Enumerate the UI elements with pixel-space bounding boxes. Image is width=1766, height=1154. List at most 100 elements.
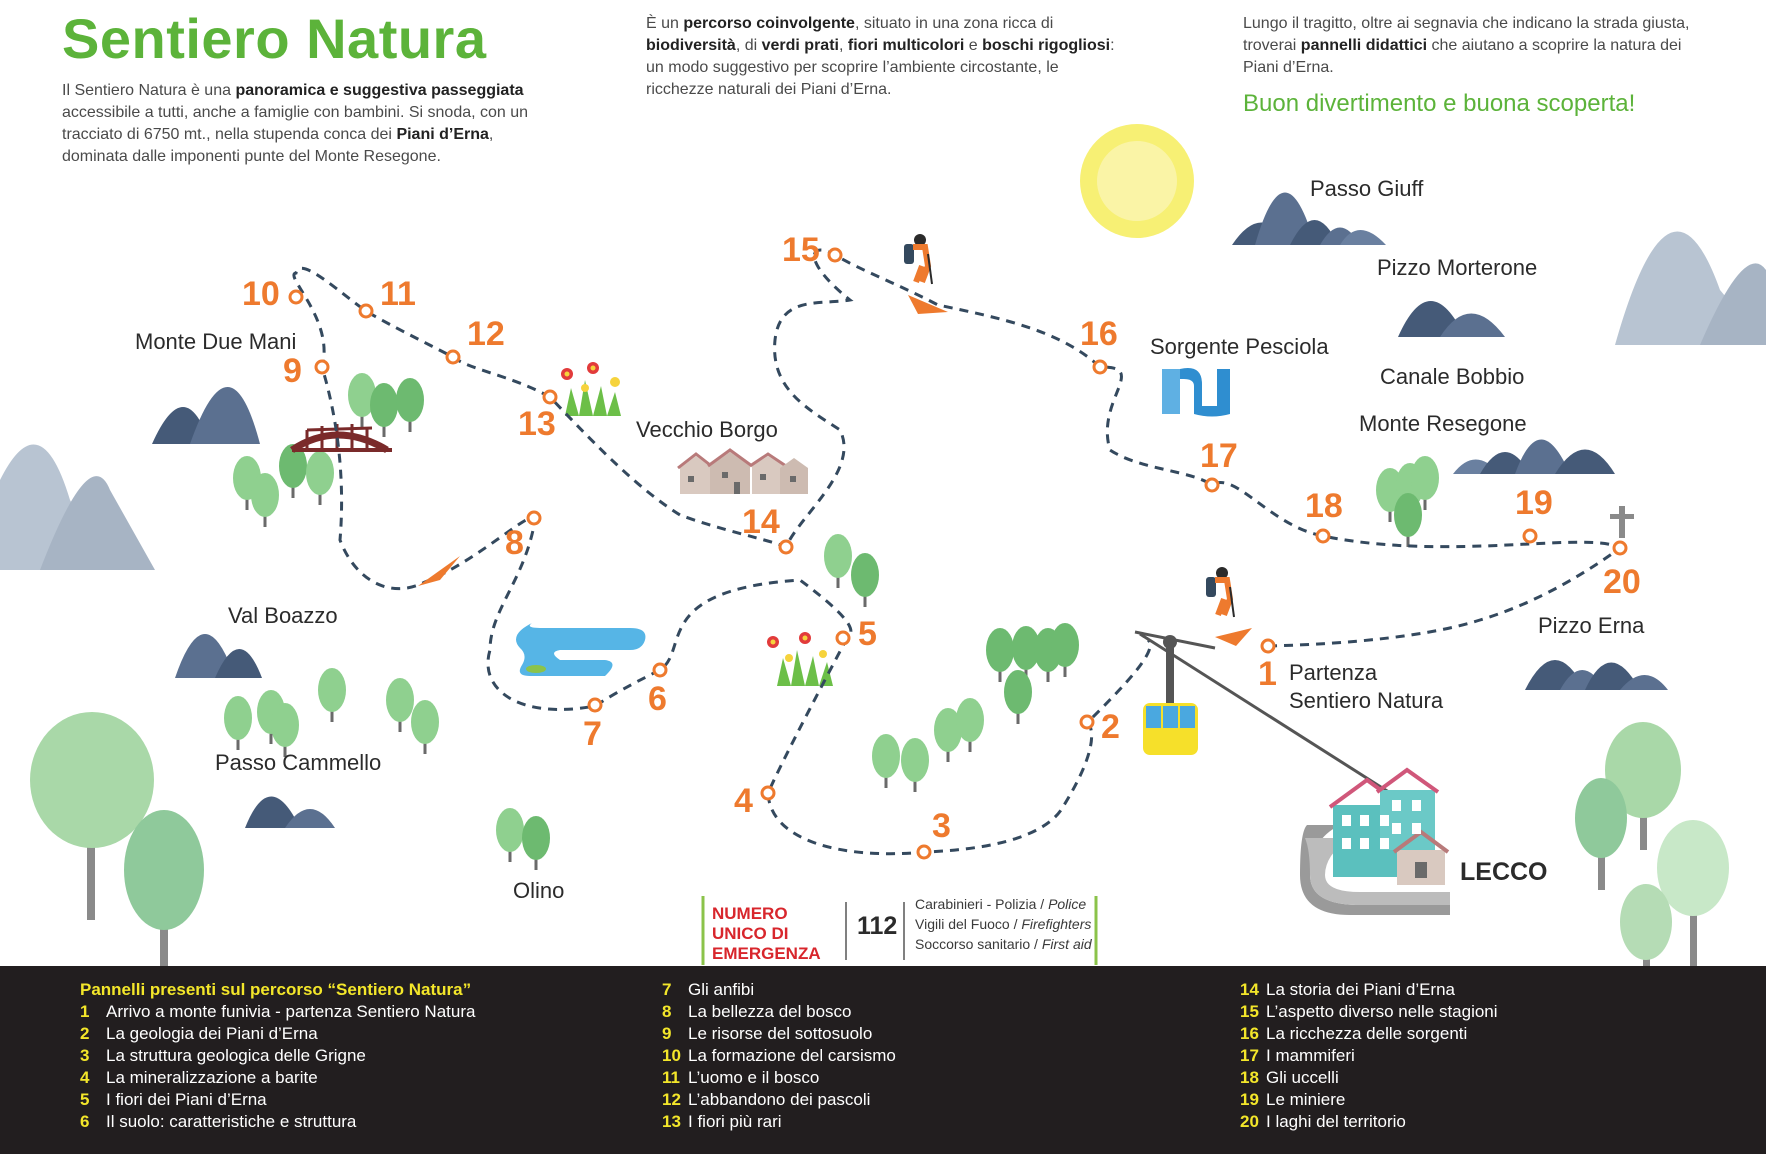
waypoint-number-5: 5: [858, 615, 877, 653]
tree-icon: [370, 383, 398, 437]
tree-icon: [30, 712, 204, 966]
waypoint-number-19: 19: [1515, 484, 1553, 522]
place-label: Olino: [513, 878, 565, 903]
town-icon: [1300, 767, 1450, 915]
tree-icon: [224, 696, 252, 750]
tree-icon: [1004, 670, 1032, 724]
mountain-icon: [0, 444, 155, 570]
place-label: Pizzo Erna: [1538, 613, 1645, 638]
tree-icon: [934, 708, 962, 762]
legend-item-number: 20: [1240, 1112, 1259, 1131]
legend-item-label: La mineralizzazione a barite: [106, 1068, 318, 1087]
village-icon: [677, 448, 808, 494]
hiker-icon: [1206, 567, 1235, 618]
waypoint-marker-11: [358, 303, 374, 319]
tree-icon: [1411, 456, 1439, 510]
waypoint-number-20: 20: [1603, 563, 1641, 601]
hiker-icon: [904, 234, 933, 285]
waypoint-marker-16: [1092, 359, 1108, 375]
cross-icon: [1610, 506, 1634, 538]
place-label: Monte Due Mani: [135, 329, 297, 354]
tree-icon: [901, 738, 929, 792]
legend-item-label: Arrivo a monte funivia - partenza Sentie…: [106, 1002, 476, 1021]
legend-item: 8 La bellezza del bosco: [662, 1002, 852, 1022]
legend-item-label: I laghi del territorio: [1266, 1112, 1406, 1131]
mountain-icon: [175, 634, 262, 678]
motto: Buon divertimento e buona scoperta!: [1243, 90, 1636, 117]
bridge-icon: [290, 424, 392, 454]
legend-item: 13 I fiori più rari: [662, 1112, 782, 1132]
emergency-service: Vigili del Fuoco / Firefighters: [915, 916, 1092, 932]
legend-item-number: 8: [662, 1002, 672, 1021]
place-label: Val Boazzo: [228, 603, 338, 628]
cable-car-icon: [1134, 630, 1396, 798]
tree-icon: [1051, 623, 1079, 677]
spring-icon: [1162, 368, 1230, 417]
place-label: Passo Giuff: [1310, 176, 1424, 201]
flowers-icon: [767, 632, 833, 686]
legend-item-number: 14: [1240, 980, 1259, 999]
waypoint-number-1: 1: [1258, 655, 1277, 693]
legend-item-number: 11: [662, 1068, 680, 1087]
legend-item-number: 13: [662, 1112, 681, 1131]
tree-icon: [396, 378, 424, 432]
legend-item-number: 10: [662, 1046, 681, 1065]
legend-item-number: 15: [1240, 1002, 1259, 1021]
legend-item-label: La geologia dei Piani d’Erna: [106, 1024, 318, 1043]
legend-item-label: Gli uccelli: [1266, 1068, 1339, 1087]
tree-icon: [1394, 493, 1422, 547]
emergency-service: Carabinieri - Polizia / Police: [915, 896, 1087, 912]
waypoint-marker-1: [1260, 638, 1276, 654]
waypoint-marker-10: [288, 289, 304, 305]
legend-item-label: La bellezza del bosco: [688, 1002, 852, 1021]
waypoint-number-10: 10: [242, 275, 280, 313]
legend-item-label: La formazione del carsismo: [688, 1046, 896, 1065]
legend-item-label: L’aspetto diverso nelle stagioni: [1266, 1002, 1498, 1021]
legend-item: 15 L’aspetto diverso nelle stagioni: [1240, 1002, 1498, 1022]
tree-icon: [348, 373, 376, 427]
panel-legend: Pannelli presenti sul percorso “Sentiero…: [0, 966, 1766, 1154]
emergency-label: NUMERO UNICO DI EMERGENZA: [712, 904, 821, 963]
legend-item-label: I fiori più rari: [688, 1112, 782, 1131]
mountain-icon: [152, 387, 260, 444]
place-label: Sentiero Natura: [1289, 688, 1444, 713]
trail-path: [292, 248, 1623, 856]
legend-item-label: Le risorse del sottosuolo: [688, 1024, 873, 1043]
legend-item-number: 16: [1240, 1024, 1259, 1043]
tree-icon: [986, 628, 1014, 682]
emergency-box: [701, 896, 1098, 965]
waypoint-number-7: 7: [583, 715, 602, 753]
legend-item-label: Le miniere: [1266, 1090, 1346, 1109]
place-label: Canale Bobbio: [1380, 364, 1525, 389]
legend-item-number: 2: [80, 1024, 90, 1043]
intro-paragraph: Il Sentiero Natura è una panoramica e su…: [62, 82, 529, 165]
legend-item-label: Gli anfibi: [688, 980, 755, 999]
legend-item-label: I mammiferi: [1266, 1046, 1355, 1065]
page-title: Sentiero Natura: [62, 7, 487, 70]
tree-icon: [386, 678, 414, 732]
legend-item-label: L’uomo e il bosco: [688, 1068, 820, 1087]
waypoint-marker-2: [1079, 714, 1095, 730]
mountain-icon: [1525, 660, 1668, 690]
legend-item-number: 19: [1240, 1090, 1259, 1109]
tree-icon: [1575, 722, 1729, 966]
mountain-icon: [1453, 439, 1615, 474]
legend-item-number: 7: [662, 980, 672, 999]
legend-item: 10 La formazione del carsismo: [662, 1046, 896, 1066]
waypoint-number-16: 16: [1080, 315, 1118, 353]
tree-icon: [251, 473, 279, 527]
emergency-number: 112: [857, 912, 898, 940]
waypoint-marker-17: [1204, 477, 1220, 493]
waypoint-number-15: 15: [782, 231, 820, 269]
place-label: Sorgente Pesciola: [1150, 334, 1329, 359]
legend-item-number: 3: [80, 1046, 90, 1065]
mountain-icon: [1232, 192, 1386, 245]
place-label: Passo Cammello: [215, 750, 382, 775]
legend-item: 2 La geologia dei Piani d’Erna: [80, 1024, 318, 1044]
pond-icon: [516, 623, 646, 676]
